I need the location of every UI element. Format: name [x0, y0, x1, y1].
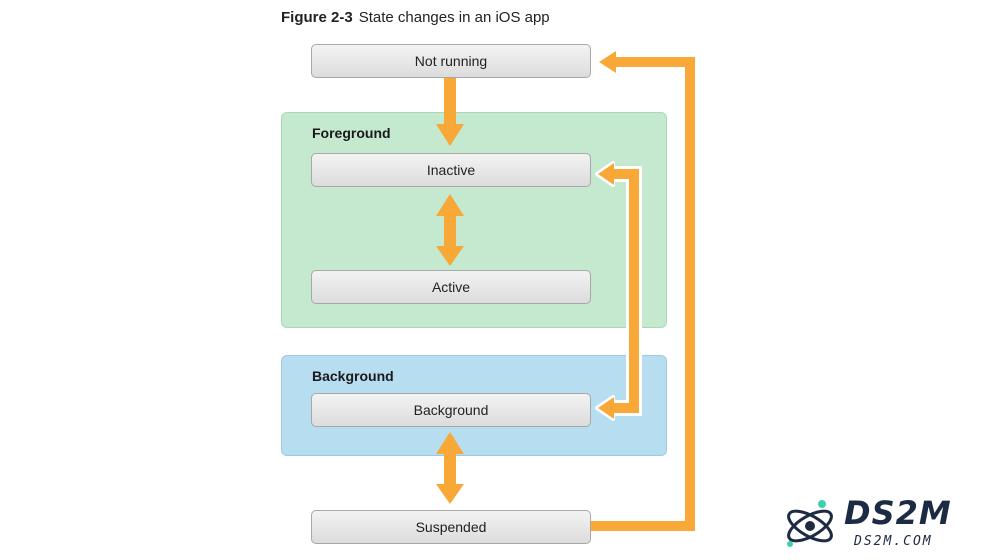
watermark-logo: DS2M DS2M.COM	[780, 492, 990, 556]
arrow-inactive-active	[436, 194, 464, 266]
state-inactive: Inactive	[311, 153, 591, 187]
state-not-running: Not running	[311, 44, 591, 78]
watermark-brand: DS2M	[844, 494, 952, 532]
state-background: Background	[311, 393, 591, 427]
arrow-not-running-to-inactive	[436, 78, 464, 146]
figure-caption: Figure 2-3 State changes in an iOS app	[281, 9, 550, 26]
background-region-label: Background	[312, 368, 394, 384]
figure-title: State changes in an iOS app	[358, 9, 550, 26]
arrow-background-suspended	[436, 432, 464, 504]
state-active: Active	[311, 270, 591, 304]
figure-number: Figure 2-3	[281, 9, 353, 26]
foreground-region-label: Foreground	[312, 125, 391, 141]
atom-logo-icon	[787, 500, 833, 547]
arrow-inactive-background-loop	[595, 161, 642, 421]
state-suspended: Suspended	[311, 510, 591, 544]
watermark-domain: DS2M.COM	[854, 534, 933, 549]
arrow-suspended-to-not-running	[591, 51, 695, 531]
